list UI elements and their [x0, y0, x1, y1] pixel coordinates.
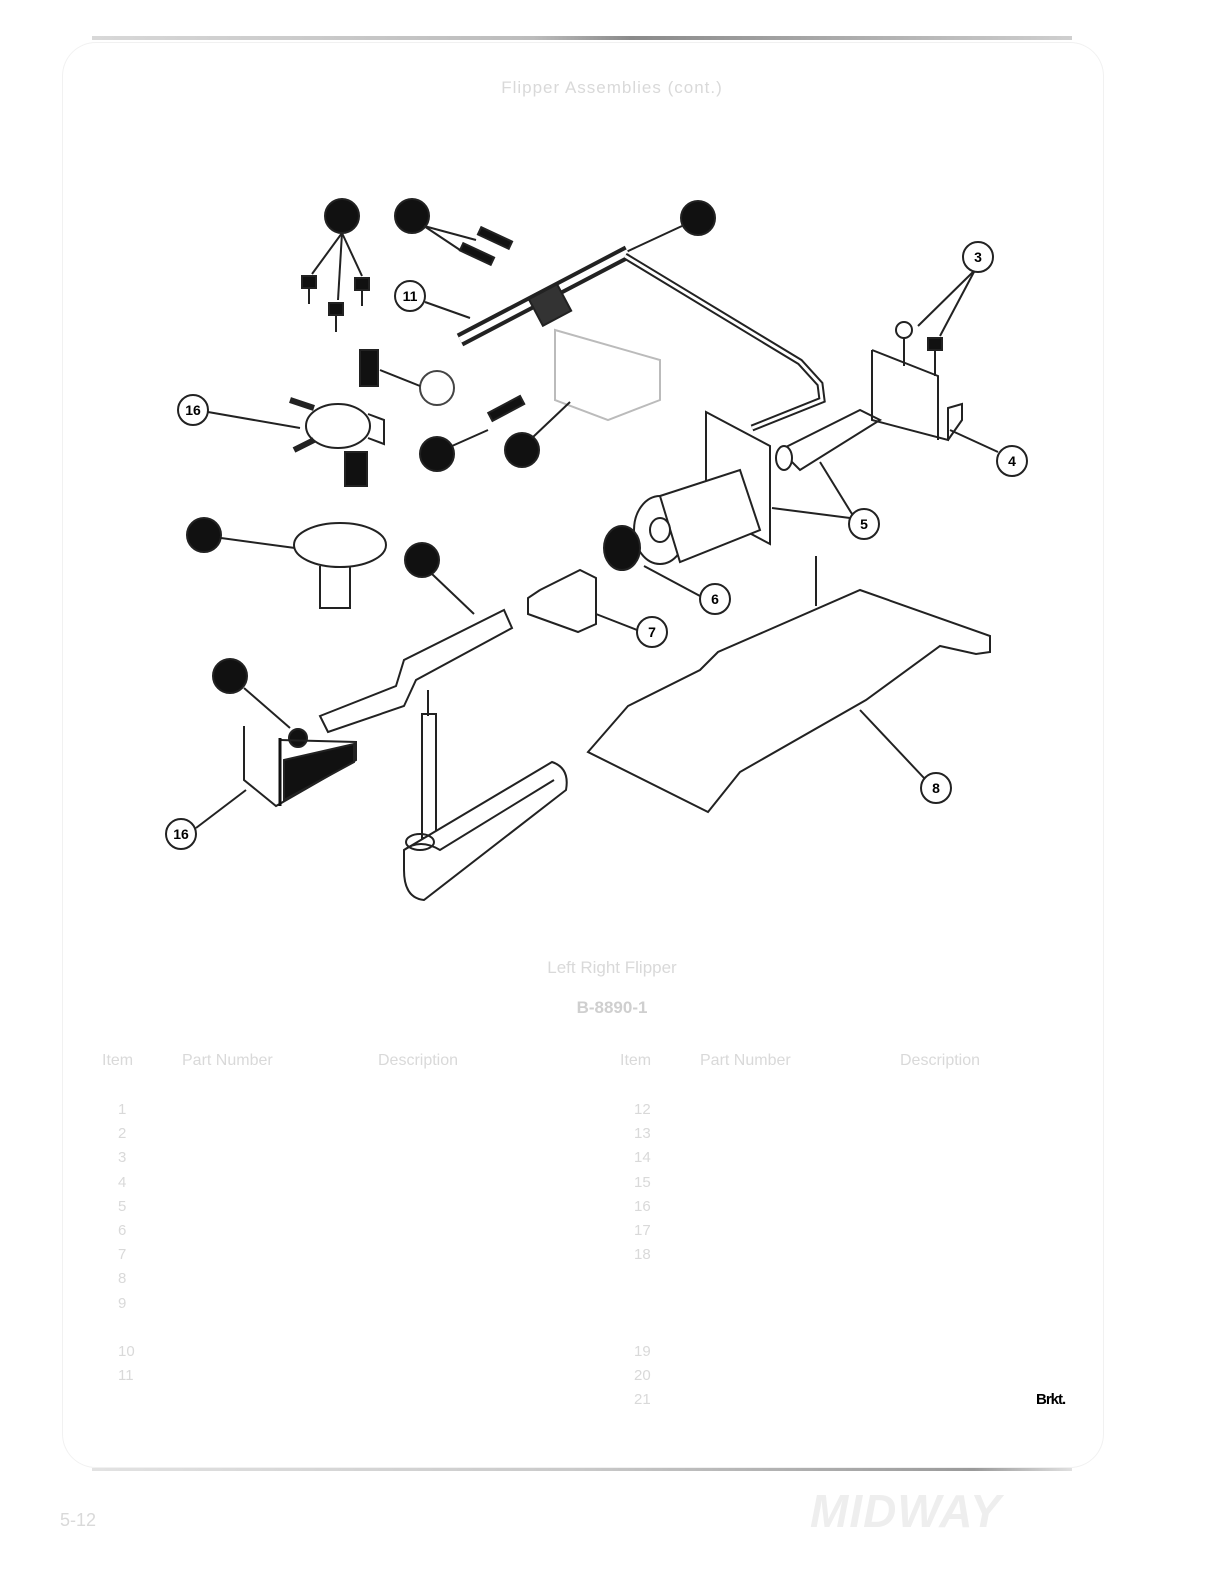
- callout-label-16-bottom: 16: [173, 826, 189, 842]
- table-row: 9: [118, 1294, 127, 1312]
- flipper-exploded-diagram: 3 4 5 6 7 8 11 16 16: [165, 198, 1028, 902]
- table-row: 4: [118, 1173, 127, 1191]
- col-head-description: Description: [378, 1052, 459, 1069]
- callout-label-3: 3: [974, 249, 982, 265]
- table-row: 20: [634, 1367, 651, 1385]
- table-row: 1: [118, 1101, 127, 1118]
- link-pins: [394, 198, 514, 267]
- coil-assembly: [603, 408, 883, 571]
- col-head-item: Item: [102, 1052, 134, 1069]
- page-number: 5-12: [60, 1510, 97, 1530]
- callout-labels: 3 4 5 6 7 8 11 16 16: [173, 249, 1016, 842]
- coil-bracket: [871, 241, 1028, 477]
- figure-caption: Left Right Flipper: [547, 958, 677, 977]
- coil-stop: [359, 328, 661, 422]
- table-row: 13: [634, 1125, 651, 1143]
- callout-16-bottom: [165, 658, 357, 850]
- table-row: 16: [634, 1197, 651, 1215]
- table-row: 5: [118, 1197, 127, 1215]
- page-heading: Flipper Assemblies (cont.): [501, 78, 723, 97]
- table-row: 10: [118, 1342, 135, 1360]
- col-head-item-2: Item: [620, 1052, 652, 1069]
- flipper-link: [456, 200, 826, 432]
- table-row: 11: [118, 1367, 134, 1385]
- col-head-description-2: Description: [900, 1052, 981, 1069]
- table-row: [100, 1316, 580, 1340]
- flipper-bushing: [186, 517, 387, 609]
- callout-label-5: 5: [860, 516, 868, 532]
- table-row: 12: [634, 1101, 651, 1118]
- table-row: 3: [118, 1149, 127, 1167]
- table-row: [620, 1292, 1090, 1316]
- callout-6: [643, 565, 731, 615]
- table-row: 14: [634, 1149, 651, 1167]
- table-row: 7: [118, 1246, 127, 1264]
- callout-label-4: 4: [1008, 453, 1016, 469]
- table-row: 6: [118, 1221, 127, 1239]
- callout-label-16-top: 16: [185, 402, 201, 418]
- callout-5: [771, 461, 880, 540]
- callout-label-6: 6: [711, 591, 719, 607]
- table-row: 18: [634, 1246, 651, 1264]
- top-rule: [92, 36, 1072, 40]
- flipper-bat: [403, 690, 568, 902]
- table-row: [620, 1316, 1090, 1340]
- figure-caption-sub: B-8890-1: [576, 998, 648, 1017]
- table-row: 15: [634, 1173, 651, 1191]
- flipper-shaft: [318, 542, 514, 734]
- midway-logo: MIDWAY: [810, 1485, 1002, 1537]
- table-row: 17: [634, 1221, 651, 1239]
- col-head-part-number: Part Number: [182, 1052, 273, 1069]
- flipper-mounting-plate: [586, 556, 991, 814]
- callout-16-top: [177, 394, 385, 487]
- callout-label-11: 11: [403, 288, 418, 304]
- bottom-rule: [92, 1468, 1072, 1471]
- brkt-label: Brkt.: [1036, 1391, 1066, 1409]
- table-row: 2: [118, 1125, 127, 1143]
- parts-table-left: 1 2 3 4 5 6 7 8 9 10 11: [100, 1098, 580, 1388]
- col-head-part-number-2: Part Number: [700, 1052, 791, 1069]
- callout-label-8: 8: [932, 780, 940, 796]
- callout-label-7: 7: [648, 624, 656, 640]
- table-row: [620, 1267, 1090, 1291]
- table-row: 19: [634, 1342, 651, 1360]
- mounting-screws: [301, 198, 370, 332]
- return-spring: [419, 394, 571, 472]
- callout-11: [394, 280, 471, 319]
- flipper-stop-bracket: [527, 568, 668, 648]
- table-row: 8: [118, 1270, 127, 1288]
